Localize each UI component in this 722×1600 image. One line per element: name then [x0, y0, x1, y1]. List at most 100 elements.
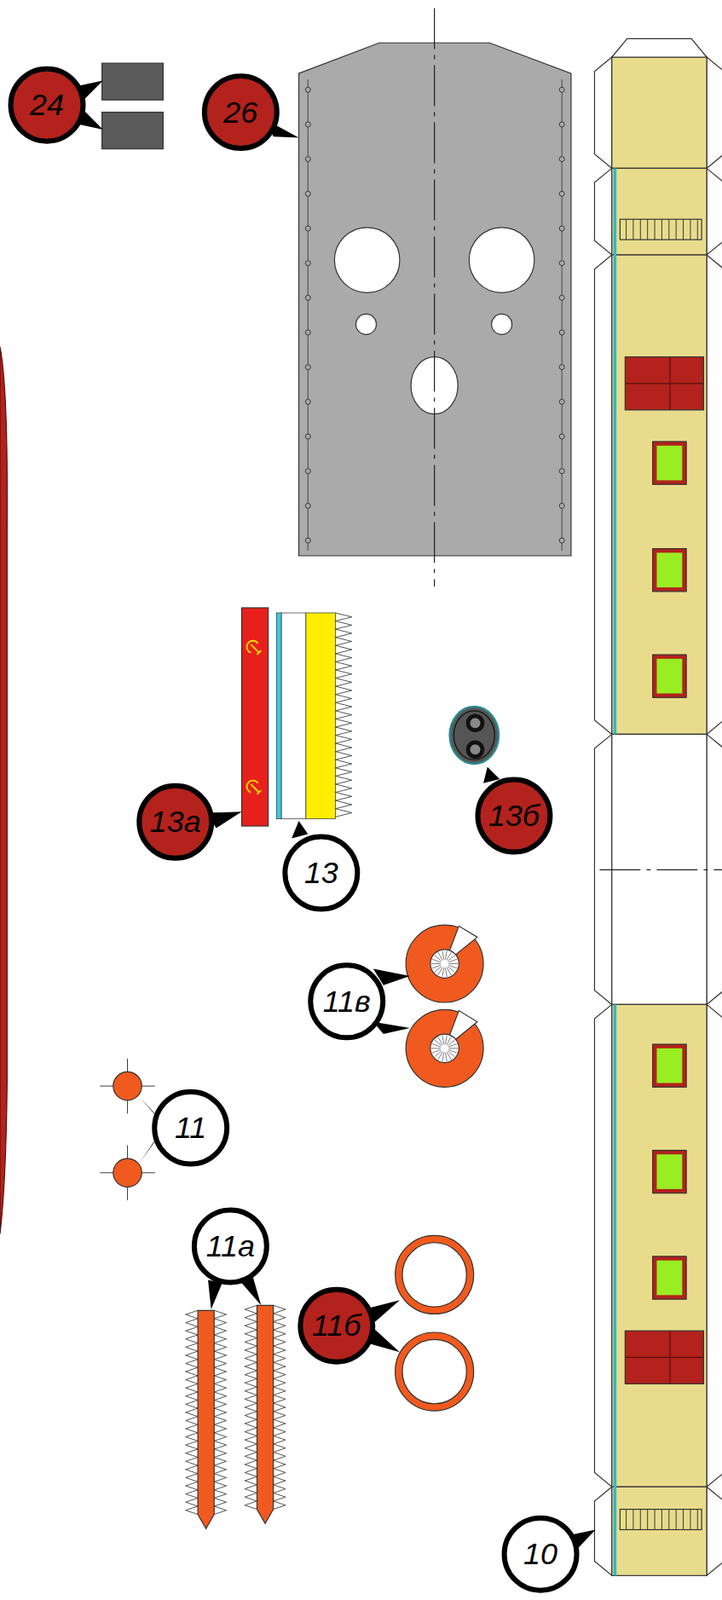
ladder-rung: [625, 219, 627, 240]
hammer-sickle: [247, 780, 262, 795]
lamp-lens: [466, 740, 486, 760]
fan-disc: [405, 1009, 484, 1087]
rivet: [305, 398, 311, 405]
wall-panel: [612, 167, 707, 255]
callout-number: 10: [502, 1515, 580, 1594]
rivet: [559, 294, 565, 301]
ladder-rung: [640, 219, 642, 240]
lamp-lens: [466, 713, 486, 733]
glue-tab: [594, 1486, 612, 1576]
callout-label: 13б: [488, 800, 540, 832]
rivet: [559, 502, 565, 509]
window: [656, 445, 682, 481]
callout-label: 13: [304, 857, 339, 889]
fan-blade: [448, 963, 458, 965]
ring-outline: [398, 1239, 471, 1312]
rivet: [305, 329, 311, 336]
callout-number: 11: [151, 1089, 230, 1167]
callout-number: 11б: [297, 1287, 376, 1365]
teeth: [213, 1310, 226, 1514]
callout-label: 11: [174, 1112, 207, 1144]
hammer: [250, 784, 261, 795]
callout-number: 24: [8, 66, 87, 145]
callout-pointer: [373, 1022, 411, 1034]
white-strip: [281, 612, 307, 820]
rivet: [305, 225, 311, 232]
glue-tab: [594, 1004, 612, 1487]
rivet: [559, 260, 565, 266]
ladder-rung: [697, 219, 699, 240]
callout-pointer: [207, 1279, 223, 1310]
small-disc: [113, 1071, 142, 1100]
ladder-rung: [661, 219, 663, 240]
teeth: [244, 1305, 257, 1509]
window-frame: [652, 1256, 687, 1300]
glue-tab: [706, 1486, 722, 1576]
hammer: [250, 644, 261, 655]
fan-blade: [442, 1052, 445, 1063]
ladder-rung: [654, 1509, 656, 1531]
rivet: [559, 468, 565, 474]
ring: [398, 1335, 471, 1408]
fan-blade: [438, 952, 443, 960]
window-frame: [652, 548, 687, 592]
fan-blade: [448, 1044, 457, 1048]
rivet: [305, 294, 311, 301]
yellow-strip: [306, 612, 336, 820]
glue-tab: [706, 167, 722, 255]
fan-disc: [405, 924, 484, 1003]
callout-label: 11а: [206, 1230, 255, 1262]
fan-blade: [438, 1036, 443, 1045]
rivet: [559, 433, 565, 439]
lamp-body: [450, 706, 499, 764]
hatch-line: [669, 1330, 671, 1384]
fold-line: [599, 869, 722, 871]
ladder-rung: [646, 219, 648, 240]
edge-stripe: [613, 167, 618, 734]
ladder-rung: [632, 1509, 634, 1531]
fan-blade: [431, 963, 441, 965]
ladder-rung: [675, 219, 677, 240]
rivet: [305, 502, 311, 509]
pole-strip: [276, 612, 282, 820]
fan-blade: [448, 1047, 458, 1049]
glue-tab: [612, 38, 707, 58]
ladder-rung: [689, 219, 691, 240]
window: [656, 1154, 682, 1190]
fan-blade: [431, 1047, 441, 1049]
rivet: [305, 260, 311, 266]
rivet: [559, 225, 565, 232]
callout-number: 13а: [136, 783, 214, 861]
wall-panel: [612, 1486, 707, 1576]
rivet: [559, 156, 565, 162]
hatch-line: [624, 382, 704, 384]
ladder-rung: [697, 1509, 699, 1531]
lamp-glass: [470, 717, 481, 728]
ladder-rung: [668, 1509, 670, 1531]
hole: [468, 227, 535, 294]
callout-number: 11а: [191, 1207, 270, 1285]
callout-pointer: [291, 820, 308, 838]
rivet: [305, 190, 311, 197]
rivet: [305, 468, 311, 474]
callout-number: 13: [282, 834, 360, 913]
window: [656, 1260, 682, 1296]
ladder-rung: [640, 1509, 642, 1531]
ladder-rung: [654, 219, 656, 240]
callout-number: 26: [202, 73, 280, 151]
callout-label: 24: [29, 89, 64, 121]
glue-tab: [706, 1004, 722, 1487]
teeth: [273, 1305, 286, 1509]
window: [656, 552, 682, 588]
small-disc: [113, 1158, 142, 1187]
callout-label: 13а: [150, 806, 202, 838]
callout-label: 11в: [323, 986, 371, 1017]
callout-number: 13б: [474, 777, 553, 855]
rivet: [305, 86, 311, 93]
callout-label: 26: [223, 97, 258, 128]
ring-outline: [398, 1335, 471, 1408]
rivet: [559, 329, 565, 336]
